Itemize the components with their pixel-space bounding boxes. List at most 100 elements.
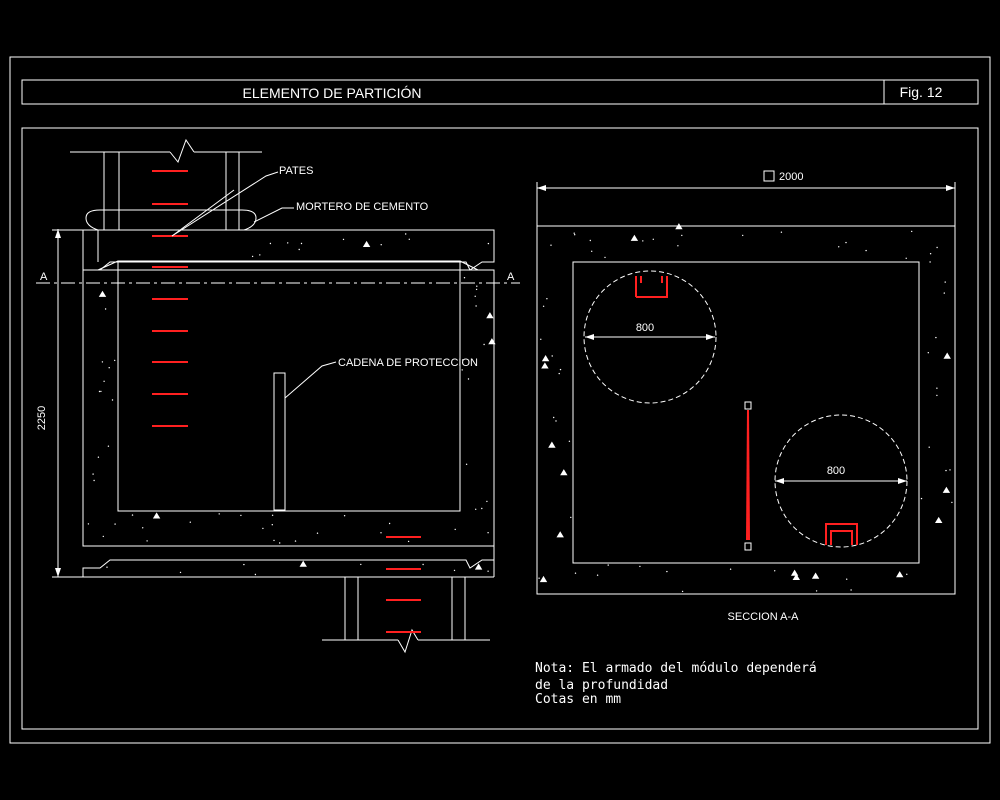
stipple-dot xyxy=(846,578,848,580)
section-view: 2000 800 800 xyxy=(536,170,956,623)
label-pates: PATES xyxy=(279,165,313,177)
aggregate-mark xyxy=(152,512,161,519)
aggregate-mark xyxy=(560,469,568,476)
circle1-dim-text: 800 xyxy=(636,322,654,334)
figure-number: Fig. 12 xyxy=(900,84,943,100)
stipple-dot xyxy=(111,399,114,401)
stipple-dot xyxy=(380,244,382,246)
aggregate-mark xyxy=(299,560,307,567)
stipple-dot xyxy=(838,246,840,248)
stipple-dot xyxy=(928,446,930,448)
stipple-dot xyxy=(408,238,410,240)
annotation-pates: PATES xyxy=(171,165,313,237)
stipple-dot xyxy=(911,230,913,233)
stipple-dot xyxy=(251,255,254,258)
stipple-dot xyxy=(553,416,555,419)
sheet-border xyxy=(9,56,991,744)
stipple-dot xyxy=(114,359,116,362)
stipple-dot xyxy=(298,248,300,251)
aggregate-mark xyxy=(630,234,639,241)
stipple-dot xyxy=(131,514,134,516)
stipple-dot xyxy=(944,281,946,283)
stipple-dot xyxy=(259,254,261,256)
stipple-dot xyxy=(271,524,273,526)
stipple-dot xyxy=(218,513,220,515)
section-mark-right: A xyxy=(507,271,515,283)
top-slab xyxy=(82,229,495,271)
stipple-dot xyxy=(935,336,937,339)
stipple-dot xyxy=(573,232,575,234)
stipple-dot xyxy=(243,563,245,566)
stipple-dot xyxy=(87,523,90,525)
aggregate-mark xyxy=(790,569,799,576)
stipple-dot xyxy=(596,574,599,576)
stipple-dot xyxy=(591,250,593,252)
stipple-dot xyxy=(483,343,485,346)
section-chain xyxy=(744,401,752,551)
stipple-dot xyxy=(487,532,489,534)
stipple-dot xyxy=(462,359,464,361)
stipple-dot xyxy=(453,569,456,572)
annotation-cadena: CADENA DE PROTECCION xyxy=(284,357,478,399)
stipple-dot xyxy=(642,240,644,242)
stipple-dot xyxy=(97,456,100,458)
stipple-dot xyxy=(929,253,932,255)
stipple-dot xyxy=(189,521,191,523)
elevation-view: A A 2250 PATES MORTERO DE CEMENTO xyxy=(36,138,520,654)
stipple-dot xyxy=(254,573,257,576)
stipple-dot xyxy=(269,242,272,245)
stipple-dot xyxy=(542,305,545,307)
stipple-dot xyxy=(92,473,94,475)
width-dimension: 2000 xyxy=(536,170,956,226)
stipple-dot xyxy=(465,463,468,465)
height-dimension: 2250 xyxy=(36,229,90,578)
stipple-dot xyxy=(146,540,148,542)
section-caption: SECCION A-A xyxy=(728,611,800,623)
stipple-dot xyxy=(906,573,908,575)
stipple-dot xyxy=(179,571,182,574)
stipple-dot xyxy=(114,523,116,525)
note-line-3: Cotas en mm xyxy=(535,692,621,707)
stipple-dot xyxy=(607,564,609,566)
step-irons-left xyxy=(152,170,188,427)
aggregate-mark xyxy=(539,575,548,583)
section-outer-wall xyxy=(536,225,956,595)
stipple-dot xyxy=(652,238,654,240)
concrete-hatch xyxy=(87,233,496,576)
bottom-slab xyxy=(82,545,495,578)
stipple-dot xyxy=(936,246,938,249)
aggregate-mark xyxy=(488,338,496,345)
stipple-dot xyxy=(454,528,456,531)
aggregate-mark xyxy=(811,572,820,579)
stipple-dot xyxy=(360,563,362,566)
chamber-walls xyxy=(82,260,495,547)
stipple-dot xyxy=(845,241,847,244)
stipple-dot xyxy=(388,522,391,525)
aggregate-mark xyxy=(548,441,556,448)
stipple-dot xyxy=(475,288,478,291)
stipple-dot xyxy=(681,234,683,237)
aggregate-mark xyxy=(556,531,564,538)
stipple-dot xyxy=(729,568,732,570)
stipple-dot xyxy=(271,514,274,516)
stipple-dot xyxy=(559,368,562,371)
stipple-dot xyxy=(475,508,477,510)
stipple-dot xyxy=(481,507,483,510)
stipple-dot xyxy=(936,394,938,397)
stipple-dot xyxy=(681,590,684,593)
stipple-dot xyxy=(486,500,488,503)
section-mark-left: A xyxy=(40,271,48,283)
stipple-dot xyxy=(474,295,476,297)
stipple-dot xyxy=(476,285,478,287)
stipple-dot xyxy=(550,244,552,246)
stipple-dot xyxy=(294,540,297,542)
upper-chamber xyxy=(70,138,262,230)
stipple-dot xyxy=(936,387,938,389)
stipple-dot xyxy=(287,242,289,244)
opening-lower: 800 xyxy=(774,414,908,548)
stipple-dot xyxy=(538,577,540,579)
stipple-dot xyxy=(905,257,907,259)
note-line-2: de la profundidad xyxy=(535,678,668,693)
stipple-dot xyxy=(742,234,744,237)
